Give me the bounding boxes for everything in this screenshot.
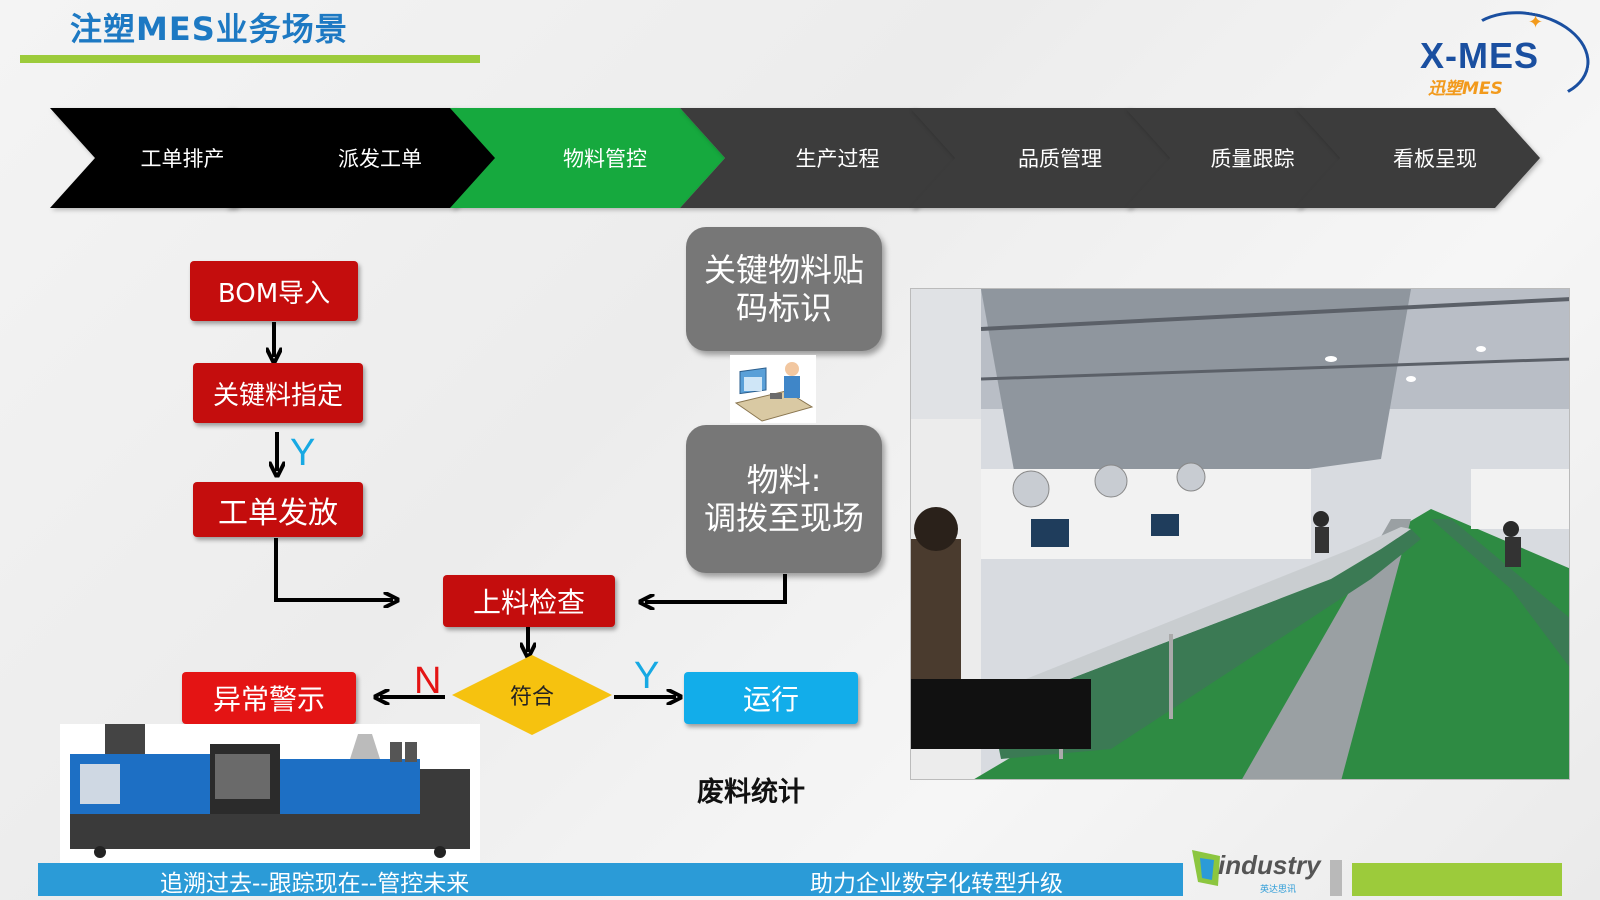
process-step-label: 物料管控: [563, 147, 647, 171]
industry-logo-text: industry: [1218, 850, 1321, 880]
process-step-scheduling: 工单排产: [50, 108, 280, 208]
factory-photo: [910, 288, 1570, 780]
work-order-release-box: 工单发放: [193, 482, 363, 537]
key-material-label-line2: 码标识: [735, 289, 832, 327]
title-underline: [20, 55, 480, 63]
logo-main-text: X-MES: [1420, 35, 1540, 76]
logo-sub-text: 迅塑MES: [1428, 79, 1503, 99]
yes-label-run: Y: [634, 655, 660, 697]
process-step-label: 工单排产: [140, 147, 225, 171]
process-step-quality-mgmt: 品质管理: [910, 108, 1175, 208]
no-label: N: [414, 660, 442, 702]
process-step-label: 生产过程: [795, 147, 880, 171]
key-material-label-line1: 关键物料贴: [703, 250, 864, 289]
process-step-production: 生产过程: [680, 108, 960, 208]
process-step-label: 品质管理: [1018, 147, 1102, 171]
process-steps: 工单排产 派发工单 物料管控 生产过程 品质管理 质量跟踪 看板呈现: [50, 108, 1540, 208]
material-scan-icon: [730, 355, 816, 423]
process-step-dashboard: 看板呈现: [1295, 108, 1540, 208]
match-label: 符合: [509, 685, 554, 710]
process-step-dispatch: 派发工单: [225, 108, 500, 208]
match-decision: 符合: [452, 655, 612, 735]
industry-logo-subtext: 英达思讯: [1260, 885, 1297, 895]
page-title: 注塑MES业务场景: [70, 10, 348, 48]
feed-check-box: 上料检查: [443, 575, 615, 627]
scrap-statistics-label: 废料统计: [697, 777, 805, 808]
process-step-label: 看板呈现: [1393, 147, 1477, 171]
run-box: 运行: [684, 672, 858, 724]
industry-logo: industry 英达思讯: [1190, 848, 1330, 898]
footer-gray-block: [1330, 860, 1342, 896]
industry-logo-icon: [1192, 850, 1220, 886]
process-step-label: 派发工单: [338, 147, 422, 171]
injection-molding-machine-image: [60, 724, 480, 864]
footer-green-block: [1352, 863, 1562, 896]
footer-left-slogan: 追溯过去--跟踪现在--管控未来: [160, 871, 470, 897]
key-material-label-box: 关键物料贴 码标识: [686, 227, 882, 351]
logo-star-icon: ✦: [1528, 12, 1544, 33]
footer-right-slogan: 助力企业数字化转型升级: [810, 871, 1063, 897]
process-step-quality-tracking: 质量跟踪: [1125, 108, 1345, 208]
process-step-label: 质量跟踪: [1210, 147, 1295, 171]
footer-bar: [38, 863, 1183, 896]
key-material-assign-box: 关键料指定: [193, 363, 363, 423]
alarm-box: 异常警示: [182, 672, 356, 724]
bom-import-box: BOM导入: [190, 261, 358, 321]
material-transfer-line1: 物料:: [746, 460, 822, 499]
yes-label: Y: [290, 432, 316, 474]
process-step-material-control: 物料管控: [450, 108, 725, 208]
material-transfer-line2: 调拨至现场: [703, 499, 864, 537]
xmes-logo: ✦ X-MES 迅塑MES: [1420, 1, 1597, 111]
material-transfer-box: 物料: 调拨至现场: [686, 425, 882, 573]
